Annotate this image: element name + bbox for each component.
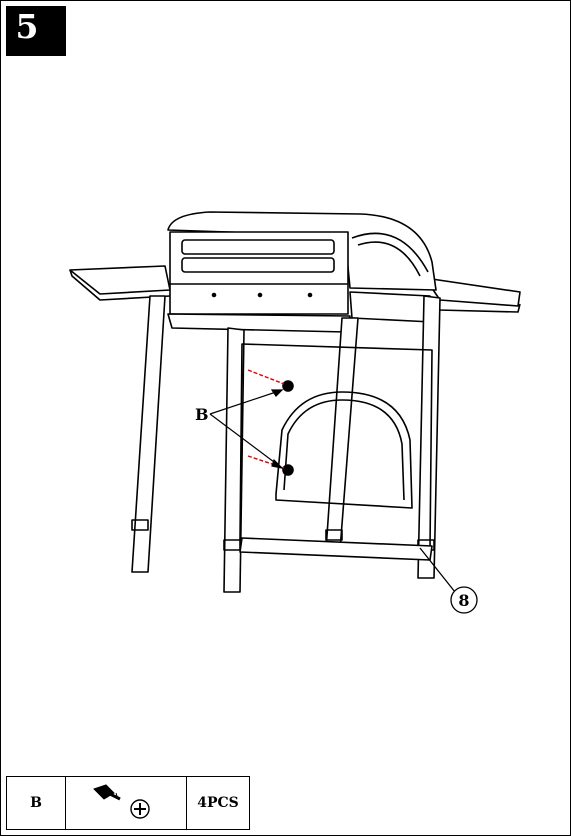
grill-assembly-drawing: B 8 xyxy=(69,211,521,614)
leg-front-right xyxy=(325,317,359,551)
arched-opening xyxy=(275,391,413,509)
left-side-shelf xyxy=(69,265,171,295)
parts-table: B 4PCS xyxy=(6,776,250,830)
leg-rear-right xyxy=(417,295,441,579)
step-badge: 5 xyxy=(6,6,66,56)
leg-front-left xyxy=(131,295,166,573)
part-quantity: 4PCS xyxy=(186,776,250,830)
leg-front-center xyxy=(223,327,245,593)
part-icon-cell xyxy=(65,776,187,830)
parts-row: B 4PCS xyxy=(6,776,250,830)
right-side-shelf xyxy=(424,277,521,307)
callout-b-label: B xyxy=(195,405,209,424)
firebox-front xyxy=(169,231,349,315)
callout-8-label: 8 xyxy=(458,591,469,610)
part-code: B xyxy=(6,776,66,830)
step-number: 5 xyxy=(6,6,48,48)
screw-icon xyxy=(93,784,150,819)
callout-8 xyxy=(419,547,478,614)
